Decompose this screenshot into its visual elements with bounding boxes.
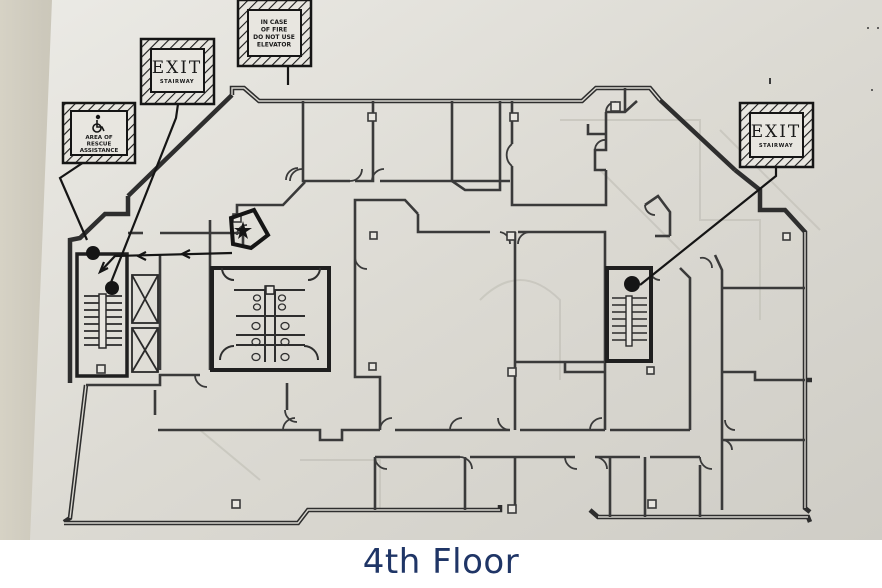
stair-marker-upper xyxy=(86,246,100,260)
svg-text:STAIRWAY: STAIRWAY xyxy=(759,143,793,149)
sign-rescue-assistance: AREA OF RESCUE ASSISTANCE xyxy=(61,101,137,165)
floor-plan-drawing: AREA OF RESCUE ASSISTANCE EXIT STAIRWAY … xyxy=(30,0,882,540)
svg-text:AREA OF: AREA OF xyxy=(85,135,112,141)
you-are-here-marker xyxy=(228,207,271,251)
svg-text:STAIRWAY: STAIRWAY xyxy=(160,79,194,85)
paper-sheet xyxy=(30,0,882,540)
svg-text:ASSISTANCE: ASSISTANCE xyxy=(80,148,119,154)
caption-bar: 4th Floor xyxy=(0,540,882,588)
svg-text:DO NOT USE: DO NOT USE xyxy=(253,34,295,41)
svg-text:RESCUE: RESCUE xyxy=(87,142,112,148)
svg-text:ELEVATOR: ELEVATOR xyxy=(257,42,292,49)
sign-exit-stairway-left: EXIT STAIRWAY xyxy=(139,37,216,106)
evacuation-route xyxy=(97,249,233,275)
sign-leader-lines xyxy=(58,67,778,291)
wheelchair-icon xyxy=(92,114,105,133)
right-stairwell xyxy=(605,266,653,363)
svg-text:OF FIRE: OF FIRE xyxy=(261,27,287,34)
elevator-bank xyxy=(131,274,159,373)
floor-caption: 4th Floor xyxy=(362,542,520,582)
svg-text:IN CASE: IN CASE xyxy=(261,19,288,26)
svg-text:EXIT: EXIT xyxy=(751,122,802,142)
restroom-core xyxy=(210,266,331,372)
left-stairwell xyxy=(75,246,129,378)
stair-marker-right xyxy=(624,276,640,292)
sign-fire-elevator: IN CASE OF FIRE DO NOT USE ELEVATOR xyxy=(236,0,313,68)
sign-exit-stairway-right: EXIT STAIRWAY xyxy=(738,101,815,169)
svg-text:EXIT: EXIT xyxy=(152,58,203,78)
floor-plan-photo: AREA OF RESCUE ASSISTANCE EXIT STAIRWAY … xyxy=(0,0,882,540)
stair-marker-lower xyxy=(105,281,119,295)
